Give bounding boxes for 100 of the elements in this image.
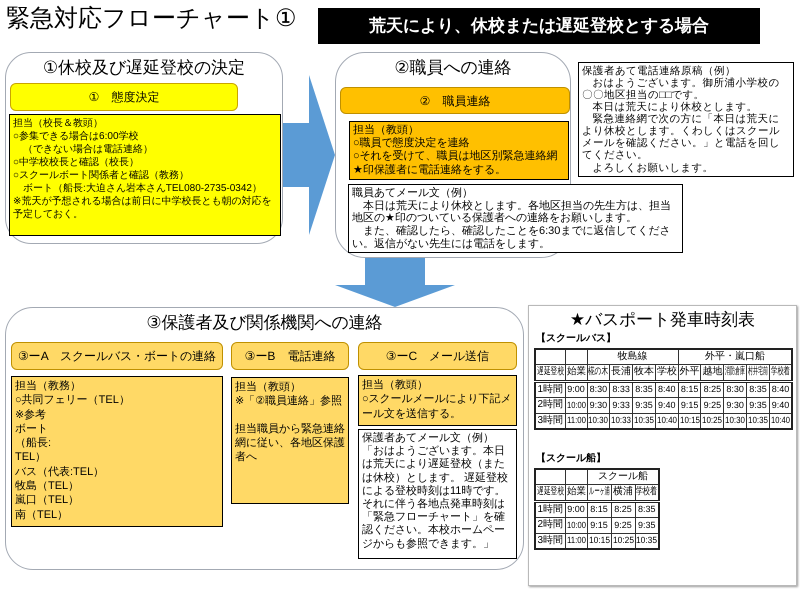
column-header: 横浦 <box>611 484 635 501</box>
departure-time: 9:25 <box>700 397 724 413</box>
timetable-title: ★バスポート発車時刻表 <box>570 309 756 331</box>
departure-time: 10:15 <box>678 413 701 429</box>
message-text: よろしくお願いします。 <box>592 162 714 174</box>
departure-time: 8:35 <box>632 381 656 397</box>
task-text: バス（代表:TEL） <box>15 464 104 480</box>
departure-time: 8:15 <box>587 501 611 517</box>
column-header: 牧本 <box>632 364 656 381</box>
row-header: 1時間 <box>535 501 565 517</box>
departure-time: 9:15 <box>678 397 701 413</box>
departure-time: 11:00 <box>565 413 587 429</box>
column-header: ルーヶ浦 <box>587 484 611 501</box>
departure-time: 8:15 <box>678 381 701 397</box>
departure-time: 9:35 <box>632 397 656 413</box>
column-header: 始業 <box>565 364 587 381</box>
section-heading: ③保護者及び関係機関への連絡 <box>146 312 383 334</box>
departure-time: 10:25 <box>611 533 635 549</box>
task-text: TEL） <box>15 450 46 465</box>
column-header: 椛の木 <box>587 364 610 381</box>
step-title: ③ーC メール送信 <box>386 348 490 364</box>
departure-time: 10:00 <box>565 397 587 413</box>
task-text: 南（TEL） <box>15 508 68 522</box>
departure-time: 8:40 <box>655 381 678 397</box>
task-text: （できない場合は電話連絡） <box>23 143 153 156</box>
departure-time: 10:35 <box>632 413 656 429</box>
message-text: おはようございます。御所浦小学校の〇〇地区担当の□□です。 <box>582 77 780 102</box>
column-header: 消防倉庫 <box>724 364 747 381</box>
column-header: 学校 <box>655 364 678 381</box>
task-text: ○中学校校長と確認（校長） <box>13 156 140 169</box>
departure-time: 9:15 <box>587 517 611 533</box>
message-text: 本日は荒天により休校とします。 <box>592 101 758 114</box>
row-header: 3時間 <box>535 413 565 429</box>
column-header: 外平 <box>678 364 701 381</box>
column-header: 始業 <box>565 484 587 501</box>
departure-time: 8:35 <box>746 381 770 397</box>
departure-time: 9:40 <box>655 397 678 413</box>
column-header: 遅延登校 <box>535 364 565 381</box>
task-text: ※「②職員連絡」参照 <box>235 394 342 409</box>
task-text: 牧島（TEL） <box>15 479 80 494</box>
task-text: ※参考 <box>15 408 46 422</box>
diagram-title: 緊急対応フローチャート① <box>6 4 297 34</box>
route-header: スクール船 <box>587 469 660 484</box>
departure-time: 9:35 <box>746 397 770 413</box>
task-text: ○それを受けて、職員は地区別緊急連絡網★印保護者に電話連絡をする。 <box>353 150 559 177</box>
column-header: 越地 <box>700 364 724 381</box>
departure-time: 9:00 <box>565 381 587 397</box>
task-text: 担当（教頭） <box>235 380 301 394</box>
task-text: ボート（船長:大迫さん岩本さんTEL080-2735-0342） <box>23 182 262 195</box>
task-text: ○共同フェリー（TEL） <box>15 393 130 408</box>
departure-time: 8:25 <box>611 501 635 517</box>
table-caption: 【スクール船】 <box>536 453 606 465</box>
departure-time: 9:30 <box>587 397 610 413</box>
row-header: 1時間 <box>535 381 565 397</box>
message-heading: 保護者あてメール文（例） <box>362 432 494 445</box>
message-text: 緊急連絡網で次の方に「本日は荒天により休校とします。くわしくはスクールメールを確認ください。」と電話を回してください。 <box>582 113 781 162</box>
message-heading: 職員あてメール文（例） <box>352 187 473 200</box>
departure-time: 8:30 <box>724 381 747 397</box>
task-text: ボート <box>15 422 48 436</box>
departure-time: 8:33 <box>610 381 633 397</box>
departure-time: 9:30 <box>724 397 747 413</box>
column-header: 遅延登校 <box>535 484 565 501</box>
departure-time: 10:15 <box>587 533 611 549</box>
departure-time: 11:00 <box>565 533 587 549</box>
departure-time: 9:33 <box>610 397 633 413</box>
task-text: 担当（教頭） <box>362 378 428 392</box>
task-text: 担当（教務） <box>15 379 81 394</box>
task-text: 嵐口（TEL） <box>15 493 80 508</box>
section-heading: ①休校及び遅延登校の決定 <box>42 57 246 79</box>
departure-time: 10:33 <box>610 413 633 429</box>
step-title: ② 職員連絡 <box>420 92 490 108</box>
row-header: 2時間 <box>535 397 565 413</box>
block-arrow <box>335 258 455 307</box>
task-text: ※荒天が予想される場合は前日に中学校長とも朝の対応を予定しておく。 <box>13 195 272 221</box>
message-text: 本日は荒天により休校とします。各地区担当の先生方は、担当地区の★印のついている保護者への連絡をお願いします。 <box>352 200 672 225</box>
departure-time: 8:30 <box>587 381 610 397</box>
task-text: 担当（教頭） <box>353 124 419 136</box>
task-text: 担当（校長＆教頭） <box>13 117 103 130</box>
departure-time: 9:25 <box>611 517 635 533</box>
message-text: また、確認したら、確認したことを6:30までに返信してください。返信がない先生には電話をします。 <box>352 224 672 250</box>
row-header: 2時間 <box>535 517 565 533</box>
route-header: 外平・嵐口船 <box>678 349 792 364</box>
task-text: （船長: <box>15 436 52 450</box>
row-header: 3時間 <box>535 533 565 549</box>
message-heading: 保護者あて電話連絡原稿（例） <box>582 65 736 77</box>
task-text: ○参集できる場合は6:00学校 <box>13 130 139 143</box>
task-text: 担当職員から緊急連絡網に従い、各地区保護者へ <box>235 422 345 464</box>
banner-heading: 荒天により、休校または遅延登校とする場合 <box>318 8 760 44</box>
departure-time: 10:25 <box>700 413 724 429</box>
message-text: 「おはようございます。本日は荒天により遅延登校（または休校）とします。 遅延登校による登校時刻は11時です。それに伴う各地点発車時刻は「緊急フローチャート」を確認ください。本校ホームページからも参照できます。」 <box>362 445 510 551</box>
departure-time: 10:00 <box>565 517 587 533</box>
step-title: ① 態度決定 <box>88 89 160 105</box>
departure-time: 10:40 <box>655 413 678 429</box>
block-arrow <box>283 75 335 235</box>
departure-time: 9:00 <box>565 501 587 517</box>
table-caption: 【スクールバス】 <box>536 333 616 345</box>
step-title: ③ーB 電話連絡 <box>244 348 336 364</box>
departure-time: 10:30 <box>587 413 610 429</box>
route-header: 牧島線 <box>587 349 678 364</box>
departure-time: 10:35 <box>746 413 770 429</box>
